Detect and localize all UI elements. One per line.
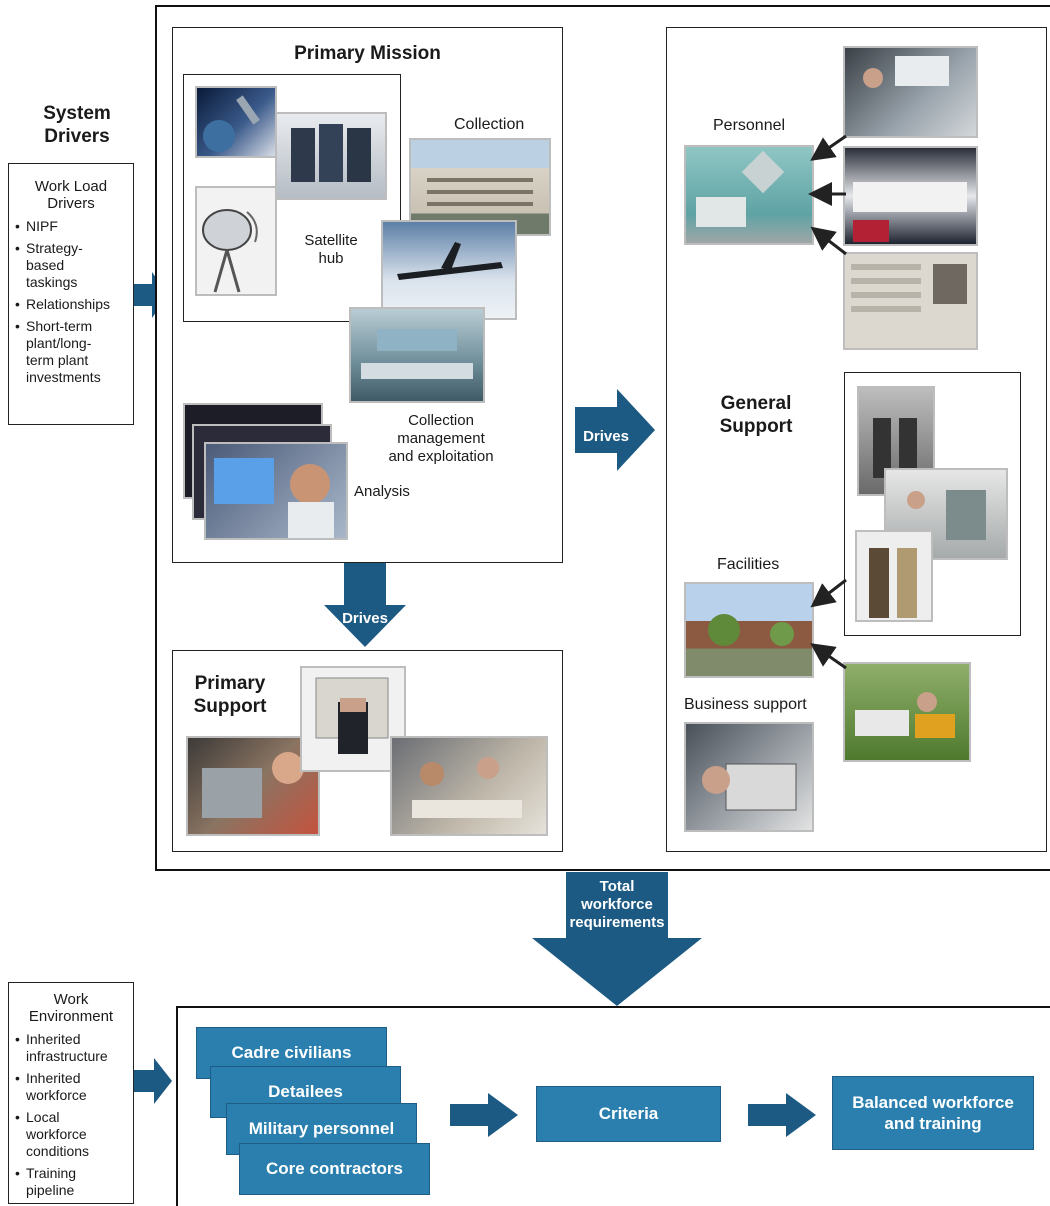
meeting-photo xyxy=(390,736,548,836)
lawn-mower-photo xyxy=(843,662,971,762)
work-environment-box: Work Environment Inherited infrastructur… xyxy=(8,982,134,1204)
workload-item: Strategy- based taskings xyxy=(15,240,129,291)
work-env-item: Inherited workforce xyxy=(15,1070,129,1104)
to-criteria-arrow xyxy=(450,1093,518,1137)
satellite-hub-label: Satellite hub xyxy=(304,232,358,267)
calculator-photo xyxy=(684,722,814,832)
workload-item: NIPF xyxy=(15,218,129,235)
workload-drivers-heading: Work Load Drivers xyxy=(34,178,108,212)
workload-drivers-box: Work Load Drivers NIPF Strategy- based t… xyxy=(8,163,134,425)
drives-down-arrow xyxy=(324,563,406,647)
checkpoint-photo xyxy=(884,468,1008,560)
balanced-workforce-box: Balanced workforce and training xyxy=(832,1076,1034,1150)
core-contractors-box: Core contractors xyxy=(239,1143,430,1195)
work-env-item: Training pipeline xyxy=(15,1165,129,1199)
primary-support-title: Primary Support xyxy=(193,673,267,717)
personnel-label: Personnel xyxy=(713,117,786,134)
facilities-arrows xyxy=(810,578,847,670)
drives-right-label: Drives xyxy=(583,428,629,445)
work-env-arrow xyxy=(134,1058,172,1104)
facility-building-photo xyxy=(684,582,814,678)
business-support-label: Business support xyxy=(684,696,807,713)
analysis-label: Analysis xyxy=(354,483,410,500)
work-environment-heading: Work Environment xyxy=(28,991,114,1025)
security-officers-photo xyxy=(855,530,933,622)
analyst-photo xyxy=(204,442,348,540)
personnel-office-photo xyxy=(684,145,814,245)
satellite-photo xyxy=(195,86,277,158)
computer-repair-photo xyxy=(186,736,320,836)
facilities-label: Facilities xyxy=(717,556,780,573)
personnel-form-photo xyxy=(843,252,978,350)
personnel-arrows xyxy=(808,134,847,256)
primary-mission-title: Primary Mission xyxy=(294,43,441,64)
supercomputer-photo xyxy=(275,112,387,200)
workload-item: Relationships xyxy=(15,296,129,313)
total-workforce-label: Total workforce requirements xyxy=(569,878,665,931)
operations-center-photo xyxy=(349,307,485,403)
training-class-photo xyxy=(843,46,978,138)
group-photo xyxy=(843,146,978,246)
general-support-title: General Support xyxy=(719,393,793,437)
work-env-item: Inherited infrastructure xyxy=(15,1031,129,1065)
to-balanced-arrow xyxy=(748,1093,816,1137)
drives-down-label: Drives xyxy=(342,610,388,627)
collection-mgmt-label: Collection management and exploitation xyxy=(388,412,494,465)
total-workforce-arrow xyxy=(532,872,702,1006)
collection-label: Collection xyxy=(454,116,525,133)
spy-plane-photo xyxy=(381,220,517,320)
criteria-box: Criteria xyxy=(536,1086,721,1142)
crawl-into-monitor-photo xyxy=(300,666,406,772)
system-drivers-title: System Drivers xyxy=(43,103,111,147)
drives-right-arrow xyxy=(575,389,655,471)
satellite-dish-photo xyxy=(195,186,277,296)
workload-item: Short-term plant/long- term plant invest… xyxy=(15,318,129,386)
work-env-item: Local workforce conditions xyxy=(15,1109,129,1160)
